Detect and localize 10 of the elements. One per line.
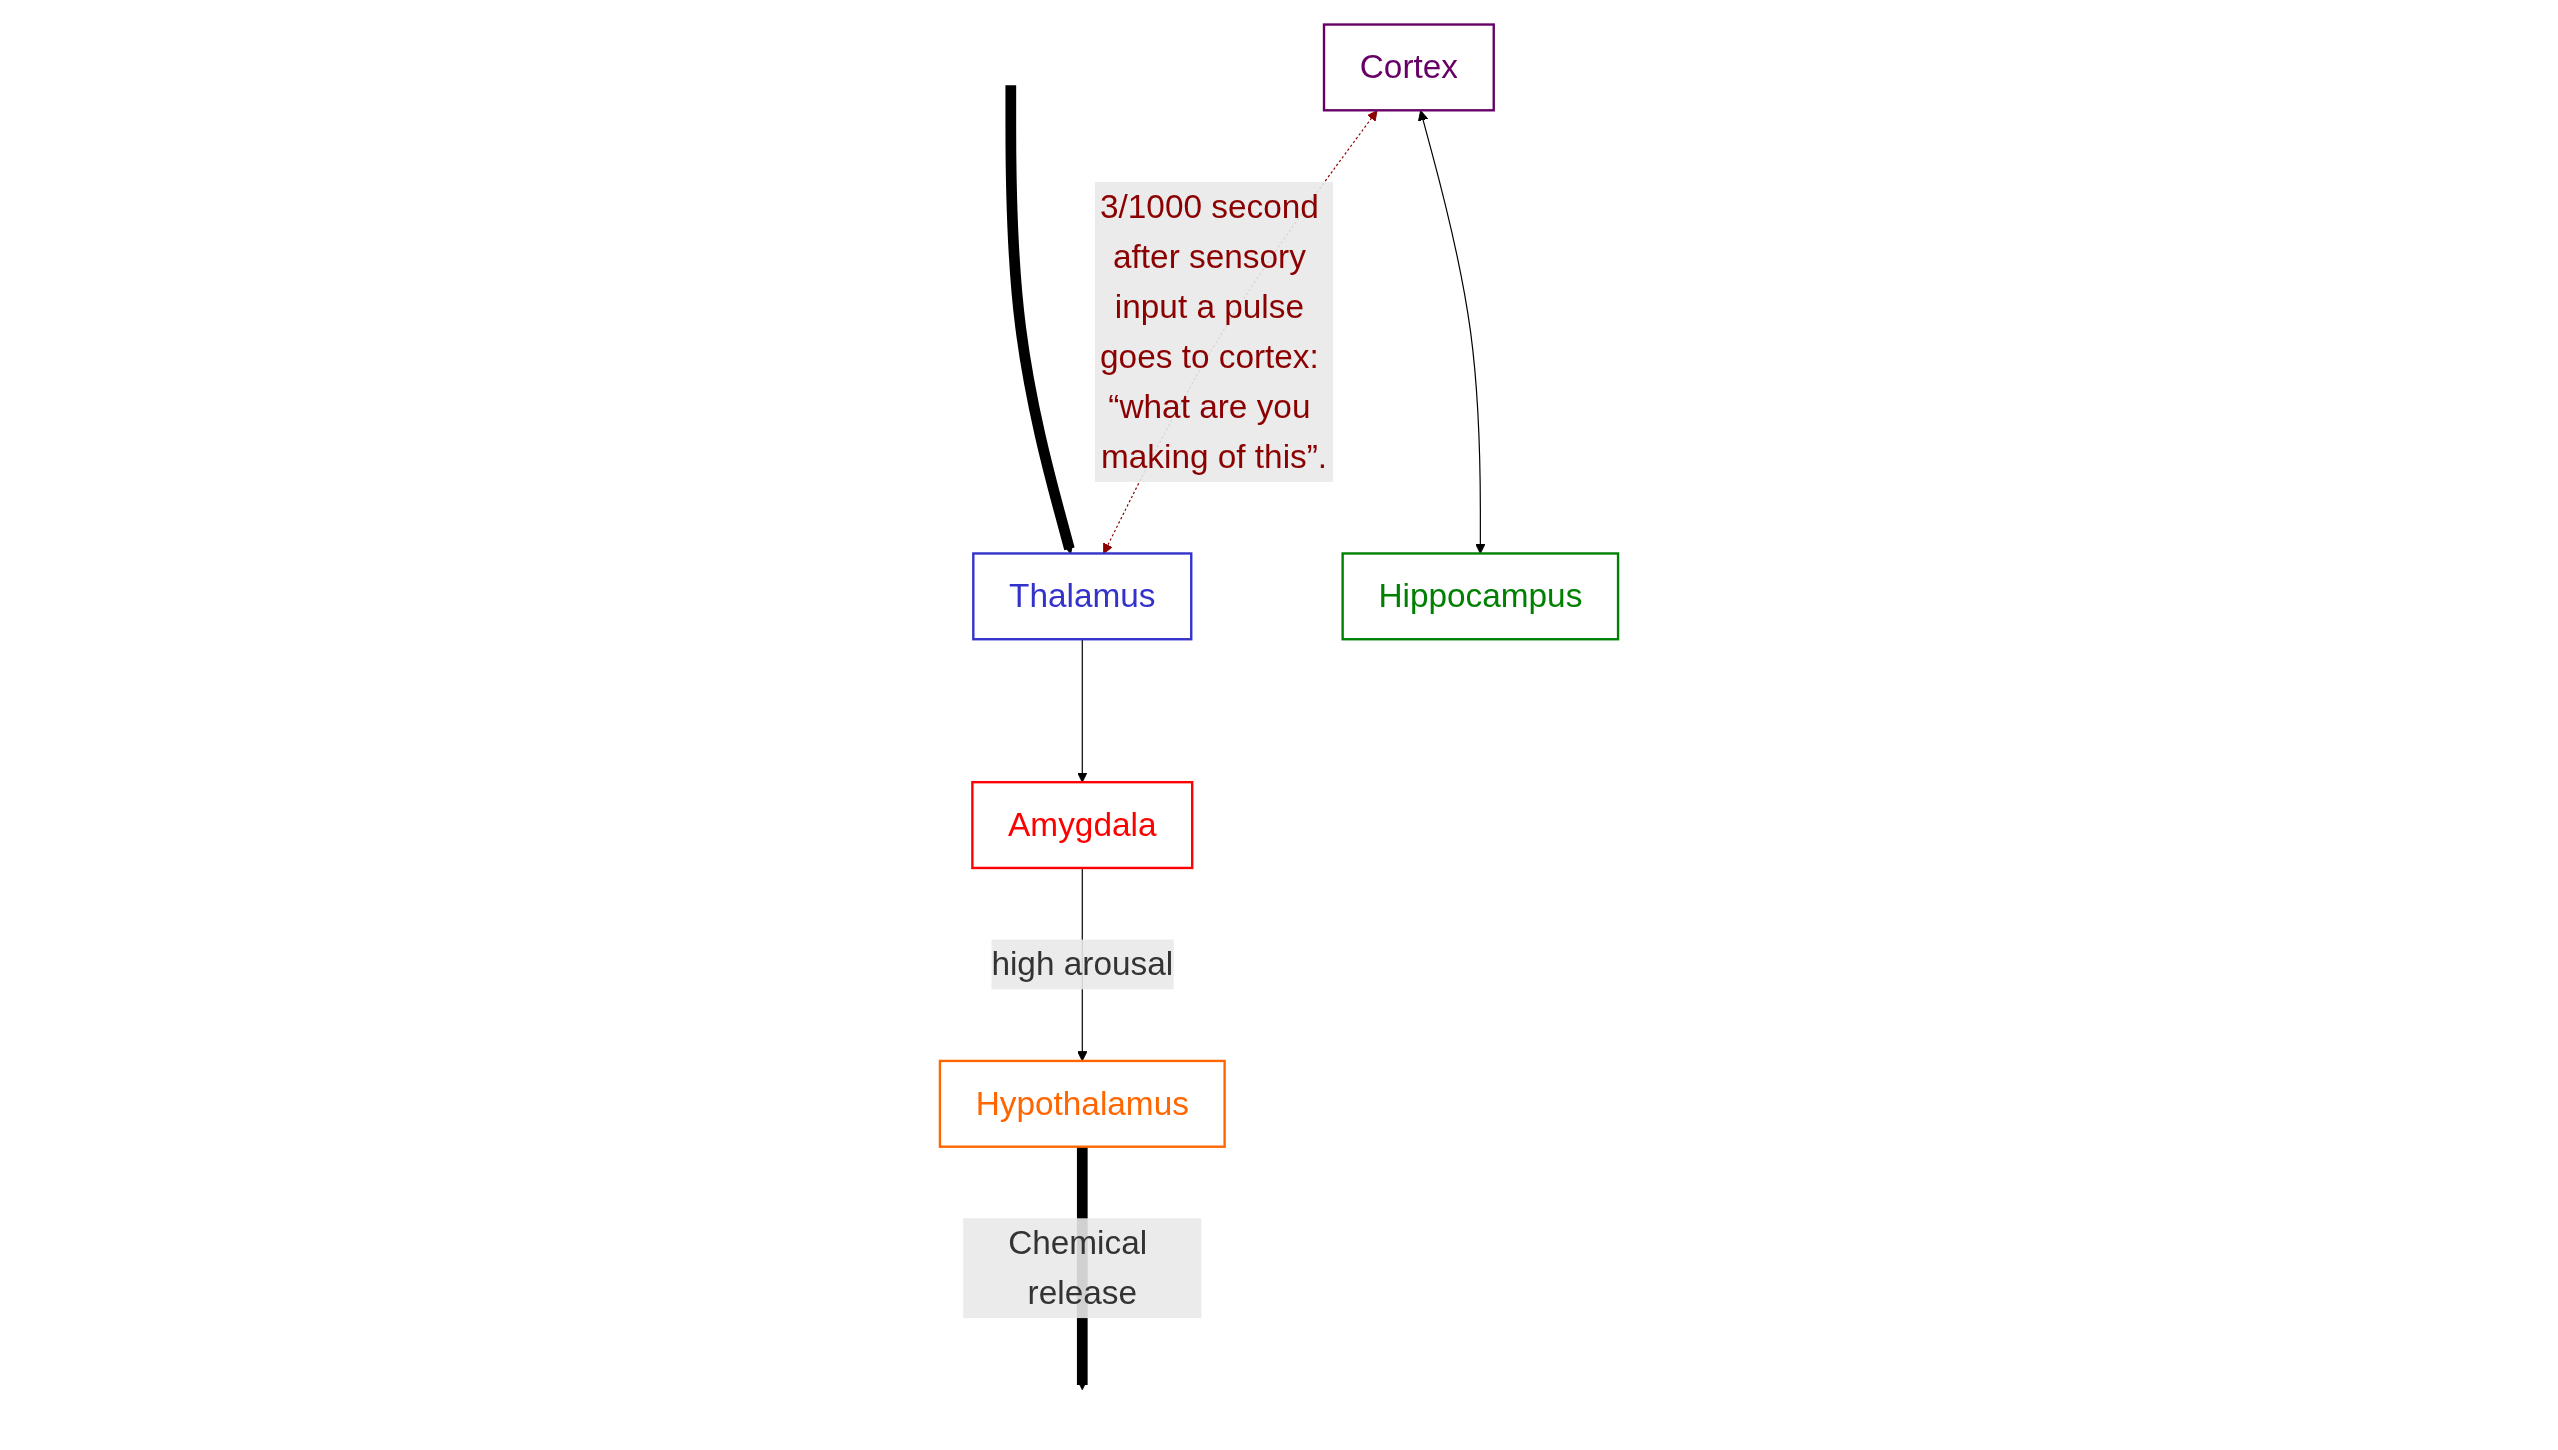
edge-label: high arousal [991,945,1174,983]
edge-label: 3/1000 second after sensory input a pulse goes to cortex: “what are you making of this”. [1099,187,1328,475]
edge-label: Chemical release [1008,1224,1148,1312]
arrow [1005,85,1075,554]
node-box: Thalamus [972,552,1193,641]
node-box: Cortex [1322,23,1495,112]
arrow [1418,110,1486,554]
node-box: Amygdala [971,781,1194,870]
node-box: Hippocampus [1341,552,1620,641]
node-box: Hypothalamus [938,1059,1226,1148]
